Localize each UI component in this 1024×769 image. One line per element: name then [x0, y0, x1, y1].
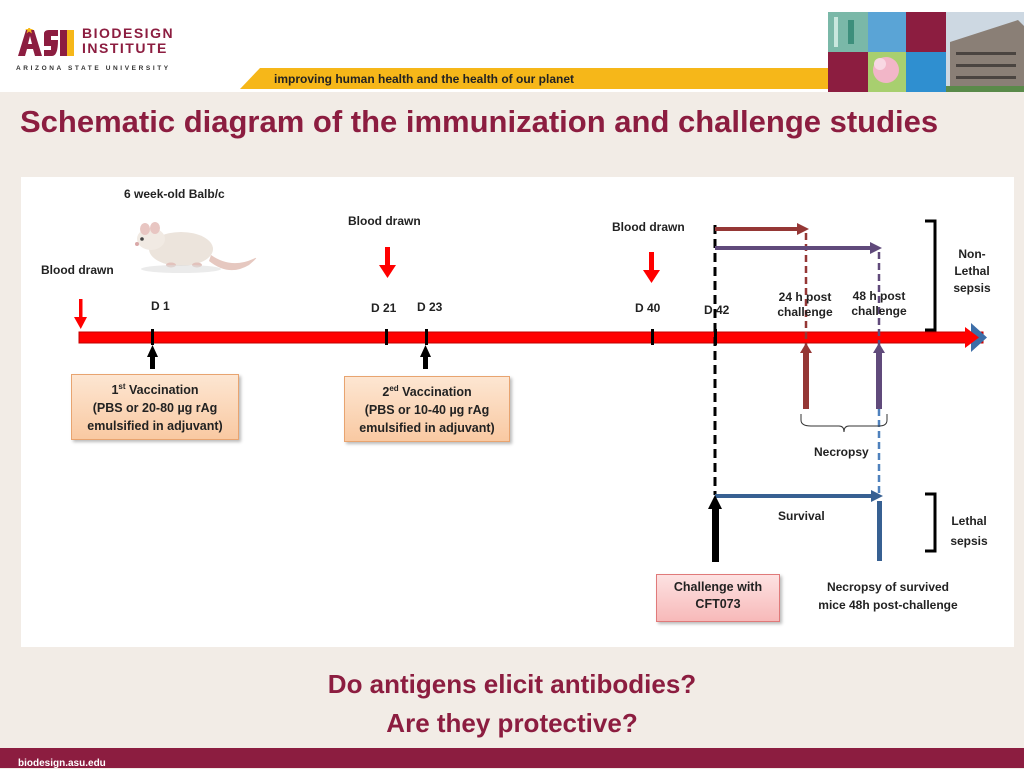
blood-drawn-d40-label: Blood drawn — [612, 220, 685, 234]
necropsy-bracket — [800, 414, 888, 433]
institute-name: BIODESIGN INSTITUTE — [82, 25, 175, 56]
day-label-d21: D 21 — [371, 301, 397, 315]
vaccination-1-box: 1st Vaccination (PBS or 20-80 µg rAg emu… — [71, 374, 239, 440]
arrow-24h-post — [715, 223, 812, 409]
vaccination-2-box: 2ed Vaccination (PBS or 10-40 µg rAg emu… — [344, 376, 510, 442]
vaccination-2-suffix: ed — [389, 384, 399, 393]
blood-drawn-d21-label: Blood drawn — [348, 214, 421, 228]
diagram-graphics — [74, 219, 987, 562]
necropsy-survived-label: Necropsy of survived mice 48h post-chall… — [818, 580, 958, 612]
header-photo-collage — [828, 12, 1024, 92]
vaccination-1-number: 1 — [111, 383, 119, 398]
blood-drawn-start-label: Blood drawn — [41, 263, 114, 277]
vaccination-arrows — [147, 345, 431, 369]
tagline: improving human health and the health of… — [274, 72, 575, 86]
challenge-arrow — [708, 495, 722, 562]
survival-arrow — [715, 490, 883, 561]
tagline-bar — [240, 68, 830, 89]
vaccination-1-adjuvant: emulsified in adjuvant) — [87, 419, 223, 434]
vaccination-2-number: 2 — [382, 385, 390, 400]
question-1: Do antigens elicit antibodies? — [327, 669, 697, 699]
post-48h-label: 48 h post challenge — [851, 289, 907, 318]
vaccination-2-dose: (PBS or 10-40 µg rAg — [364, 403, 490, 418]
vaccination-1-suffix: st — [118, 382, 126, 391]
day-label-d1: D 1 — [151, 299, 170, 313]
university-name: ARIZONA STATE UNIVERSITY — [16, 65, 171, 72]
question-2: Are they protective? — [386, 708, 638, 738]
lethal-bracket — [925, 492, 937, 553]
immunization-diagram: 6 week-old Balb/c Blood drawn Blood draw… — [21, 177, 1014, 647]
day-label-d40: D 40 — [635, 301, 661, 315]
blood-draw-arrows — [74, 247, 660, 329]
vaccination-2-adjuvant: emulsified in adjuvant) — [359, 421, 495, 436]
post-24h-label: 24 h post challenge — [777, 290, 833, 319]
mouse-illustration — [135, 222, 257, 273]
header-banner: BIODESIGN INSTITUTE ARIZONA STATE UNIVER… — [0, 0, 1024, 92]
vaccination-1-dose: (PBS or 20-80 µg rAg — [92, 401, 218, 416]
necropsy-label: Necropsy — [814, 445, 869, 459]
challenge-box: Challenge with CFT073 — [656, 574, 780, 622]
lethal-sepsis-label: Lethal sepsis — [950, 514, 988, 548]
timeline-arrow — [78, 323, 987, 352]
footer-url[interactable]: biodesign.asu.edu — [18, 758, 106, 769]
arrow-48h-post — [715, 242, 885, 495]
slide-title: Schematic diagram of the immunization an… — [20, 104, 939, 139]
day-label-d23: D 23 — [417, 300, 443, 314]
day-label-d42: D 42 — [704, 303, 730, 317]
mouse-label: 6 week-old Balb/c — [124, 187, 225, 201]
vaccination-1-title: Vaccination — [129, 383, 199, 398]
nonlethal-sepsis-label: Non-Lethal sepsis — [953, 247, 991, 295]
nonlethal-bracket — [925, 219, 937, 332]
asu-logo — [16, 28, 76, 56]
vaccination-2-title: Vaccination — [402, 385, 472, 400]
footer-bar — [0, 748, 1024, 768]
survival-label: Survival — [778, 509, 825, 523]
